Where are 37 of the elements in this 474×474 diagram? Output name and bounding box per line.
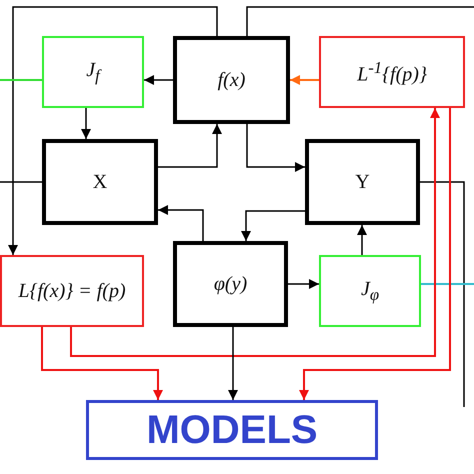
process-box [319, 36, 465, 108]
process-box [42, 139, 158, 225]
formula-label: f(x) [218, 68, 246, 92]
arrow [41, 327, 163, 400]
arrow [144, 75, 173, 85]
formula-label: J$_{φ}$ [360, 278, 380, 304]
formula-label: X [92, 170, 108, 194]
arrow [299, 108, 451, 400]
arrow [288, 279, 319, 289]
process-box [173, 241, 288, 327]
formula-label: Y [355, 170, 370, 194]
arrow [228, 327, 238, 400]
arrow [158, 205, 204, 241]
arrow [158, 124, 222, 168]
arrow [357, 225, 367, 255]
process-box [305, 139, 420, 225]
arrow [246, 124, 305, 172]
process-box [319, 255, 421, 327]
signal-line [420, 181, 465, 407]
formula-label: L$^{-1}${f(p)} [357, 58, 427, 86]
process-box [173, 36, 290, 124]
output-label: MODELS [146, 408, 318, 452]
arrow [8, 6, 218, 255]
arrow [241, 210, 305, 241]
signal-line [246, 6, 474, 36]
signal-line [0, 79, 42, 81]
arrow [290, 75, 319, 85]
arrow [70, 108, 440, 357]
formula-label: φ(y) [214, 272, 248, 296]
process-box [0, 255, 144, 327]
formula-label: L{f(x)} = f(p) [18, 280, 126, 302]
signal-line [421, 283, 474, 285]
arrow [81, 108, 91, 139]
formula-label: J$_{f}$ [86, 58, 100, 86]
process-box [42, 36, 144, 108]
output-box [86, 400, 378, 460]
signal-line [0, 181, 42, 183]
